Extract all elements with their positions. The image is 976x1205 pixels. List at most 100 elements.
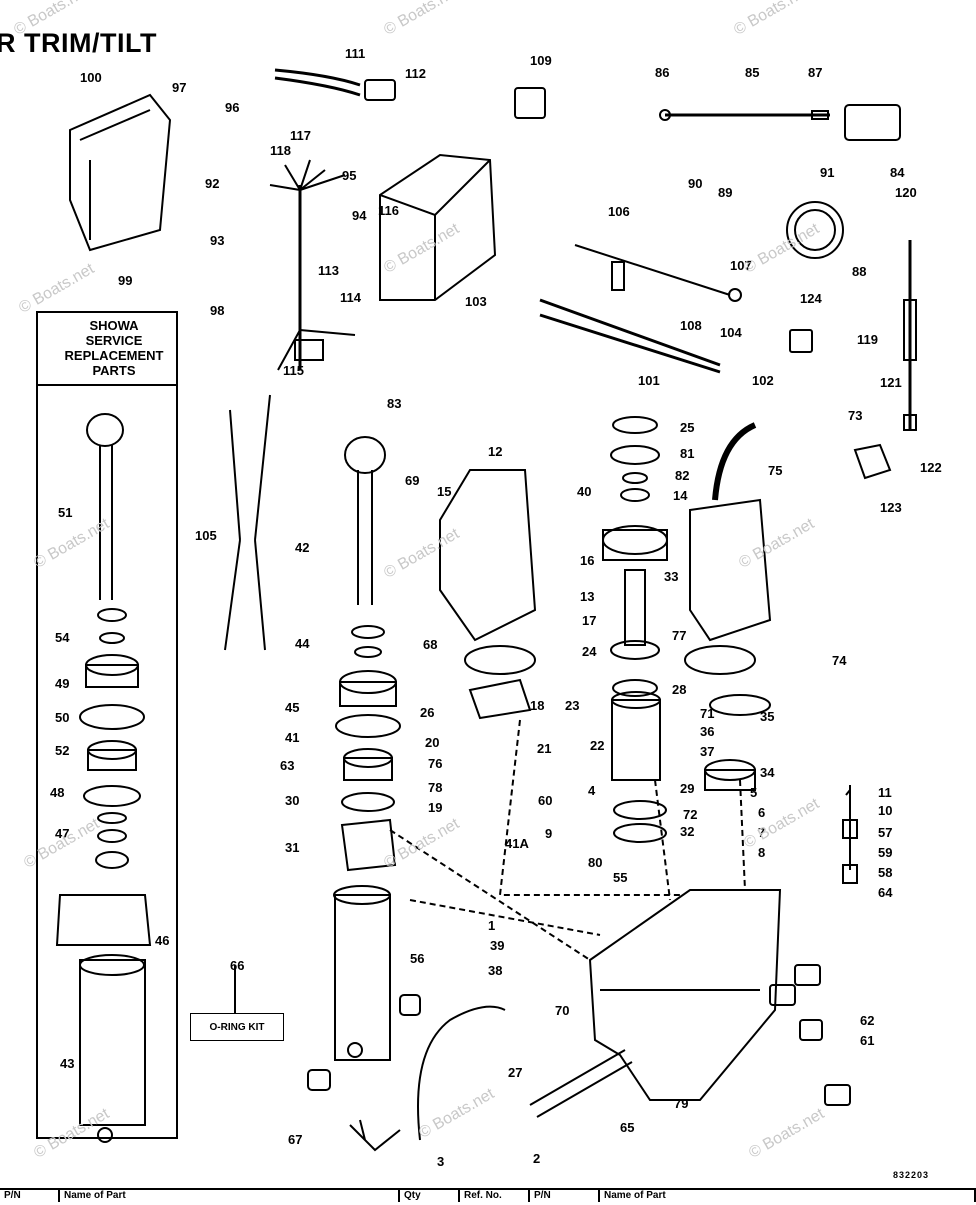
callout-18: 18 (530, 698, 544, 713)
callout-123: 123 (880, 500, 902, 515)
callout-94: 94 (352, 208, 367, 223)
callout-80: 80 (588, 855, 602, 870)
callout-101: 101 (638, 373, 660, 388)
callout-76: 76 (428, 756, 442, 771)
callout-75: 75 (768, 463, 782, 478)
callout-78: 78 (428, 780, 442, 795)
callout-89: 89 (718, 185, 732, 200)
callout-108: 108 (680, 318, 702, 333)
footer-col-name2: Name of Part (600, 1190, 976, 1202)
callout-17: 17 (582, 613, 596, 628)
relay-bracket-shape (69, 93, 172, 252)
callout-66: 66 (230, 958, 244, 973)
callout-87: 87 (808, 65, 822, 80)
callout-91: 91 (820, 165, 834, 180)
footer-col-name: Name of Part (60, 1190, 400, 1202)
callout-4: 4 (588, 783, 596, 798)
callout-119: 119 (857, 332, 878, 347)
callout-24: 24 (582, 644, 597, 659)
callout-50: 50 (55, 710, 69, 725)
footer-col-qty: Qty (400, 1190, 460, 1202)
callout-83: 83 (387, 396, 401, 411)
callout-7: 7 (758, 825, 765, 840)
callout-79: 79 (674, 1096, 688, 1111)
callout-61: 61 (860, 1033, 874, 1048)
callout-38: 38 (488, 963, 502, 978)
callout-39: 39 (490, 938, 504, 953)
callout-69: 69 (405, 473, 419, 488)
callout-62: 62 (860, 1013, 874, 1028)
callout-98: 98 (210, 303, 224, 318)
callout-49: 49 (55, 676, 69, 691)
callout-1: 1 (488, 918, 495, 933)
callout-105: 105 (195, 528, 217, 543)
callout-2: 2 (533, 1151, 540, 1166)
callout-57: 57 (878, 825, 892, 840)
callout-118: 118 (270, 143, 291, 158)
callout-32: 32 (680, 824, 694, 839)
callout-45: 45 (285, 700, 299, 715)
callout-47: 47 (55, 826, 69, 841)
callout-92: 92 (205, 176, 219, 191)
callout-31: 31 (285, 840, 299, 855)
callout-120: 120 (895, 185, 917, 200)
callout-20: 20 (425, 735, 439, 750)
footer-col-pn: P/N (0, 1190, 60, 1202)
callout-64: 64 (878, 885, 893, 900)
callout-115: 115 (283, 363, 304, 378)
callout-60: 60 (538, 793, 552, 808)
callout-102: 102 (752, 373, 774, 388)
callout-46: 46 (155, 933, 169, 948)
callout-71: 71 (700, 706, 714, 721)
callout-41A: 41A (505, 836, 529, 851)
callout-34: 34 (760, 765, 775, 780)
callout-95: 95 (342, 168, 356, 183)
callout-70: 70 (555, 1003, 569, 1018)
callout-86: 86 (655, 65, 669, 80)
callout-12: 12 (488, 444, 502, 459)
callout-26: 26 (420, 705, 434, 720)
callout-52: 52 (55, 743, 69, 758)
callout-44: 44 (295, 636, 310, 651)
callout-72: 72 (683, 807, 697, 822)
callout-59: 59 (878, 845, 892, 860)
o-ring-kit-label: O-RING KIT (190, 1013, 284, 1041)
callout-107: 107 (730, 258, 752, 273)
callout-13: 13 (580, 589, 594, 604)
callout-14: 14 (673, 488, 688, 503)
callout-41: 41 (285, 730, 299, 745)
callout-25: 25 (680, 420, 694, 435)
callout-103: 103 (465, 294, 487, 309)
callout-65: 65 (620, 1120, 634, 1135)
callout-122: 122 (920, 460, 942, 475)
callout-84: 84 (890, 165, 905, 180)
callout-111: 111 (345, 46, 365, 61)
parts-table-header: P/N Name of Part Qty Ref. No. P/N Name o… (0, 1188, 976, 1202)
callout-93: 93 (210, 233, 224, 248)
callout-36: 36 (700, 724, 714, 739)
callout-43: 43 (60, 1056, 74, 1071)
callout-8: 8 (758, 845, 765, 860)
callout-56: 56 (410, 951, 424, 966)
callout-90: 90 (688, 176, 702, 191)
callout-9: 9 (545, 826, 552, 841)
callout-40: 40 (577, 484, 591, 499)
callout-30: 30 (285, 793, 299, 808)
callout-74: 74 (832, 653, 847, 668)
figure-number: 832203 (893, 1170, 930, 1180)
callout-35: 35 (760, 709, 774, 724)
callout-54: 54 (55, 630, 70, 645)
callout-42: 42 (295, 540, 309, 555)
callout-6: 6 (758, 805, 765, 820)
callout-68: 68 (423, 637, 437, 652)
callout-15: 15 (437, 484, 451, 499)
callout-11: 11 (878, 785, 892, 800)
callout-16: 16 (580, 553, 594, 568)
callout-21: 21 (537, 741, 551, 756)
callout-28: 28 (672, 682, 686, 697)
callout-112: 112 (405, 66, 426, 81)
callout-22: 22 (590, 738, 604, 753)
footer-col-ref: Ref. No. (460, 1190, 530, 1202)
callout-5: 5 (750, 785, 757, 800)
callout-77: 77 (672, 628, 686, 643)
